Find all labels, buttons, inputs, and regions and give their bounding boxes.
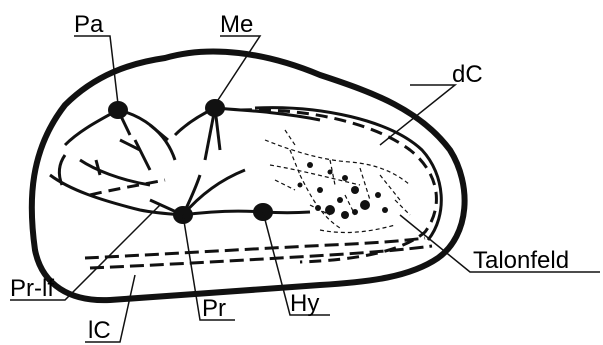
cingulum-lc-dashed-2: [90, 246, 432, 268]
label-dc: dC: [452, 61, 483, 88]
label-lc: lC: [88, 317, 111, 344]
talonid-basin-network: [265, 130, 410, 232]
crown-outline: [32, 52, 465, 301]
cingulum-dc-solid: [255, 108, 441, 240]
cusp-metaconid: [205, 99, 225, 117]
label-talonfeld: Talonfeld: [473, 247, 569, 274]
label-pa: Pa: [74, 11, 104, 38]
label-me: Me: [220, 11, 253, 38]
label-hy: Hy: [290, 290, 319, 317]
label-pr-lf: Pr-lf: [10, 275, 54, 302]
label-pr: Pr: [202, 295, 226, 322]
trigonid-crests: [50, 108, 320, 215]
talonid-granules: [298, 162, 389, 219]
